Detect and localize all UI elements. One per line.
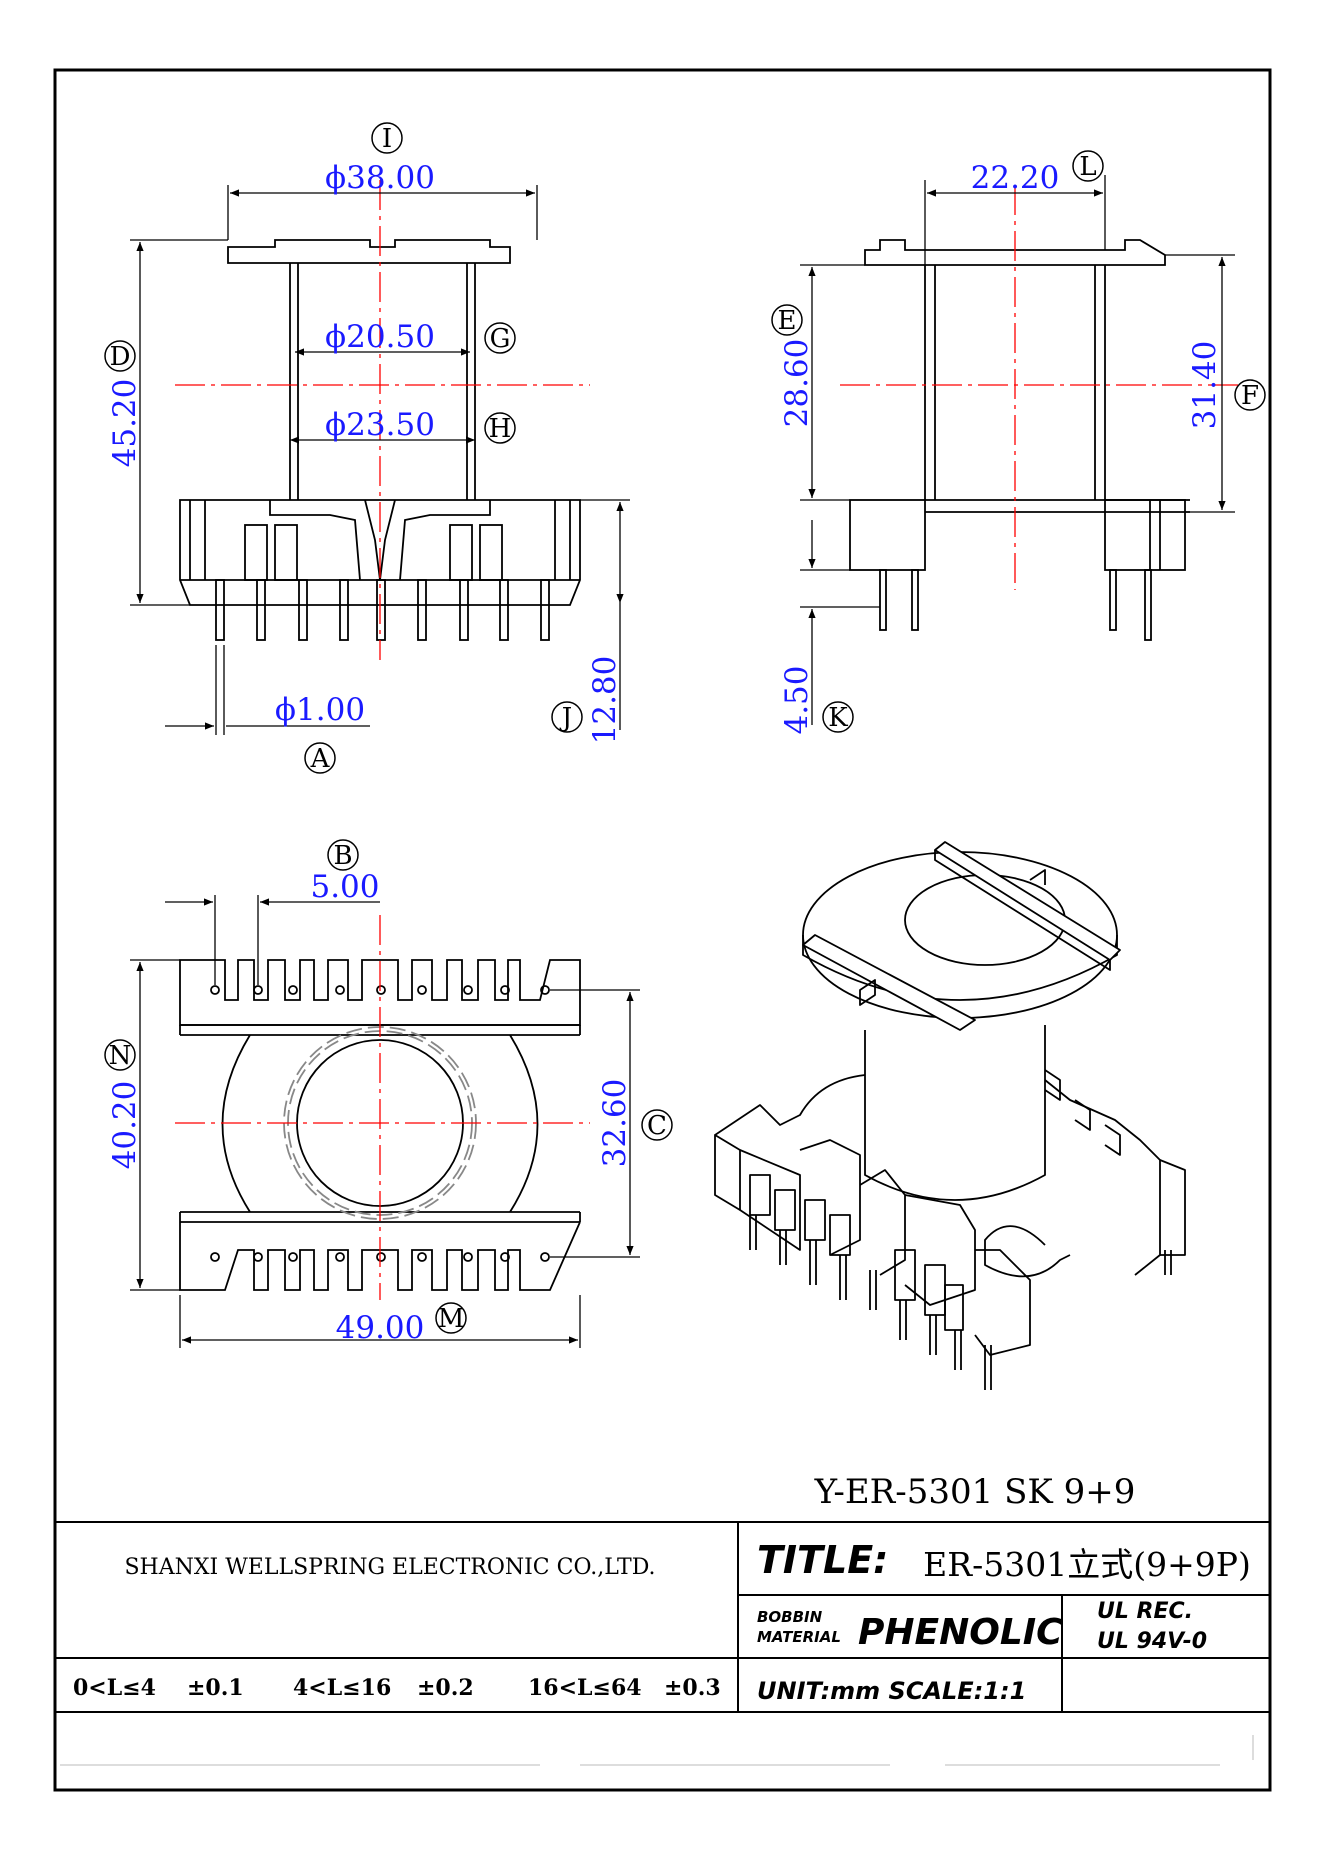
side-view (849, 239, 1190, 641)
marker-n: N (109, 1041, 132, 1071)
tol-2-value: ±0.2 (417, 1675, 474, 1701)
material-value: PHENOLIC (858, 1612, 1063, 1653)
dim-k: 4.50 (779, 665, 815, 734)
dim-m: 49.00 (336, 1310, 425, 1346)
tol-3-range: 16<L≤64 (528, 1675, 642, 1701)
marker-c: C (647, 1111, 667, 1141)
side-centerlines (840, 185, 1240, 590)
front-centerlines (175, 180, 590, 660)
sheet-border (53, 68, 1272, 1792)
tol-3-value: ±0.3 (664, 1675, 721, 1701)
tol-2-range: 4<L≤16 (293, 1675, 391, 1701)
dim-i: ϕ38.00 (325, 160, 435, 196)
dim-d: 45.20 (107, 379, 143, 468)
isometric-view (714, 841, 1186, 1390)
front-pins (215, 579, 550, 641)
bobbin-label-1: BOBBIN (757, 1608, 823, 1626)
bottom-centerlines (175, 915, 590, 1300)
unit-scale: UNIT:mm SCALE:1:1 (757, 1677, 1026, 1705)
tol-1-range: 0<L≤4 (73, 1675, 156, 1701)
tol-1-value: ±0.1 (187, 1675, 244, 1701)
marker-k: K (828, 703, 848, 733)
title-label: TITLE: (757, 1538, 888, 1582)
bobbin-label-2: MATERIAL (757, 1628, 841, 1646)
dim-n: 40.20 (107, 1081, 143, 1170)
bottom-dimensions (130, 895, 640, 1348)
dim-c: 32.60 (597, 1079, 633, 1168)
dim-l: 22.20 (971, 160, 1060, 196)
dim-j: 12.80 (587, 656, 623, 745)
marker-f: F (1241, 381, 1259, 411)
dim-g: ϕ20.50 (325, 319, 435, 355)
ul-rec: UL REC. (1097, 1599, 1193, 1624)
marker-l: L (1079, 152, 1096, 182)
company-name: SHANXI WELLSPRING ELECTRONIC CO.,LTD. (124, 1555, 655, 1580)
marker-i: I (382, 124, 392, 154)
marker-b: B (333, 841, 352, 871)
marker-h: H (489, 414, 512, 444)
marker-d: D (110, 342, 131, 372)
front-dimensions (130, 185, 630, 735)
dim-h: ϕ23.50 (325, 407, 435, 443)
circled-markers (104, 122, 1266, 1334)
part-number: Y-ER-5301 SK 9+9 (814, 1472, 1136, 1512)
marker-g: G (490, 324, 511, 354)
front-view (179, 239, 581, 641)
pin-holes (210, 985, 550, 1262)
dim-b: 5.00 (310, 869, 379, 905)
ul-rating: UL 94V-0 (1097, 1629, 1207, 1654)
title-block (55, 1521, 1270, 1766)
iso-pins (749, 1215, 1172, 1390)
marker-j: J (559, 703, 572, 733)
dim-a: ϕ1.00 (275, 692, 365, 728)
dim-e: 28.60 (779, 339, 815, 428)
marker-e: E (778, 306, 797, 336)
title-value: ER-5301立式(9+9P) (923, 1545, 1251, 1584)
marker-m: M (438, 1304, 465, 1334)
marker-a: A (310, 744, 331, 774)
dim-f: 31.40 (1187, 341, 1223, 430)
side-dimensions (800, 175, 1235, 725)
